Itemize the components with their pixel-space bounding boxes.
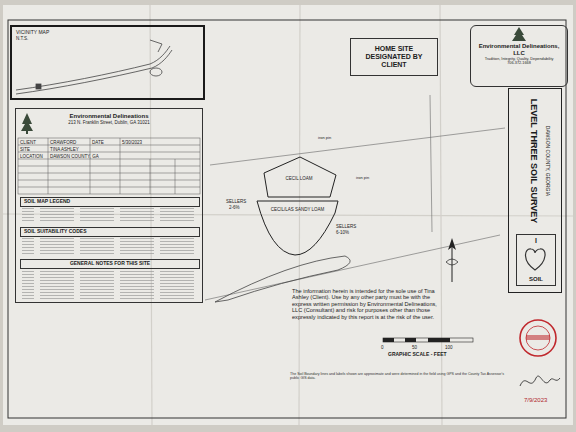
map-label: iron pin [318, 136, 331, 141]
codes-fine-print [22, 238, 198, 254]
graphic-scale [383, 338, 473, 342]
node-heading: GENERAL NOTES FOR THIS SITE [70, 261, 150, 267]
company-logo-box: Environmental Delineations, LLCTradition… [470, 25, 568, 87]
map-label: CLIENT [20, 140, 36, 145]
map-label: The Soil Boundary lines and labels shown… [290, 372, 505, 380]
paper [3, 5, 573, 425]
node-text: 213 N. Franklin Street, Dublin, GA 31021 [68, 120, 150, 125]
map-label: DAWSON COUNTY, GA [50, 154, 99, 159]
north-arrow [446, 238, 458, 282]
map-label: TINA ASHLEY [50, 147, 79, 152]
title-block: Environmental Delineations213 N. Frankli… [15, 108, 203, 303]
title-strip: LEVEL THREE SOIL SURVEY DAWSON COUNTY, GE… [508, 88, 562, 293]
node-heading: SOIL MAP LEGEND [24, 199, 70, 205]
node-heading: I [535, 237, 537, 245]
soil-unit-polygon: CECIL LOAM [258, 155, 340, 199]
map-label: 50 [412, 345, 417, 350]
node-heading: SOIL SUITABILITY CODES [24, 229, 87, 235]
map-label: 6-10% [336, 230, 349, 235]
legend-fine-print [22, 208, 198, 222]
property-lines [205, 95, 505, 300]
vicinity-sketch [16, 40, 172, 94]
home-site-box: HOME SITE DESIGNATED BY CLIENT [350, 38, 438, 76]
soil-heart-badge: I SOIL [516, 234, 556, 286]
map-label: CRAWFORD [50, 140, 76, 145]
node-heading: CECIL/LAS SANDY LOAM [271, 207, 325, 212]
soil-unit-polygon: CECIL/LAS SANDY LOAM [255, 199, 340, 257]
node-heading: Environmental Delineations [69, 113, 148, 120]
map-label: 0 [381, 345, 384, 350]
section-band: SOIL MAP LEGEND [20, 197, 200, 207]
seal-stamp [520, 320, 556, 356]
map-label: 100 [445, 345, 453, 350]
map-label: 5/30/2023 [122, 140, 142, 145]
section-band: SOIL SUITABILITY CODES [20, 227, 200, 237]
node-heading: LEVEL THREE SOIL SURVEY [529, 93, 539, 229]
info-table [18, 138, 200, 194]
vicinity-map-box: VICINITY MAPN.T.S. [10, 25, 205, 100]
map-label: SITE [20, 147, 30, 152]
map-label: SELLERS [226, 199, 246, 204]
map-label: SELLERS [336, 224, 356, 229]
signature [520, 376, 560, 386]
map-label: 7/9/2023 [524, 397, 547, 404]
node-text: N.T.S. [16, 36, 28, 41]
paper-creases [3, 5, 573, 425]
node-heading: CECIL LOAM [285, 176, 312, 181]
node-text: DAWSON COUNTY, GEORGIA [544, 93, 550, 229]
map-label: LOCATION [20, 154, 43, 159]
node-text: SOIL [529, 276, 543, 283]
notes-fine-print [22, 271, 198, 299]
heart-symbol [525, 249, 545, 270]
map-label: GRAPHIC SCALE - FEET [388, 352, 447, 358]
tree-logo [21, 27, 526, 134]
section-band: GENERAL NOTES FOR THIS SITE [20, 259, 200, 269]
node-heading: HOME SITE DESIGNATED BY CLIENT [354, 45, 434, 69]
map-label: The information herein is intended for t… [292, 288, 438, 320]
node-text: Tradition, Integrity, Quality, Dependabi… [485, 57, 554, 61]
sheet-border [8, 20, 566, 418]
map-label: iron pin [356, 176, 369, 181]
map-label: DATE [92, 140, 104, 145]
node-heading: Environmental Delineations, LLC [474, 43, 564, 57]
node-text: 706-372-1668 [507, 61, 531, 65]
node-heading: VICINITY MAP [16, 30, 49, 36]
map-label: 2-6% [229, 205, 240, 210]
